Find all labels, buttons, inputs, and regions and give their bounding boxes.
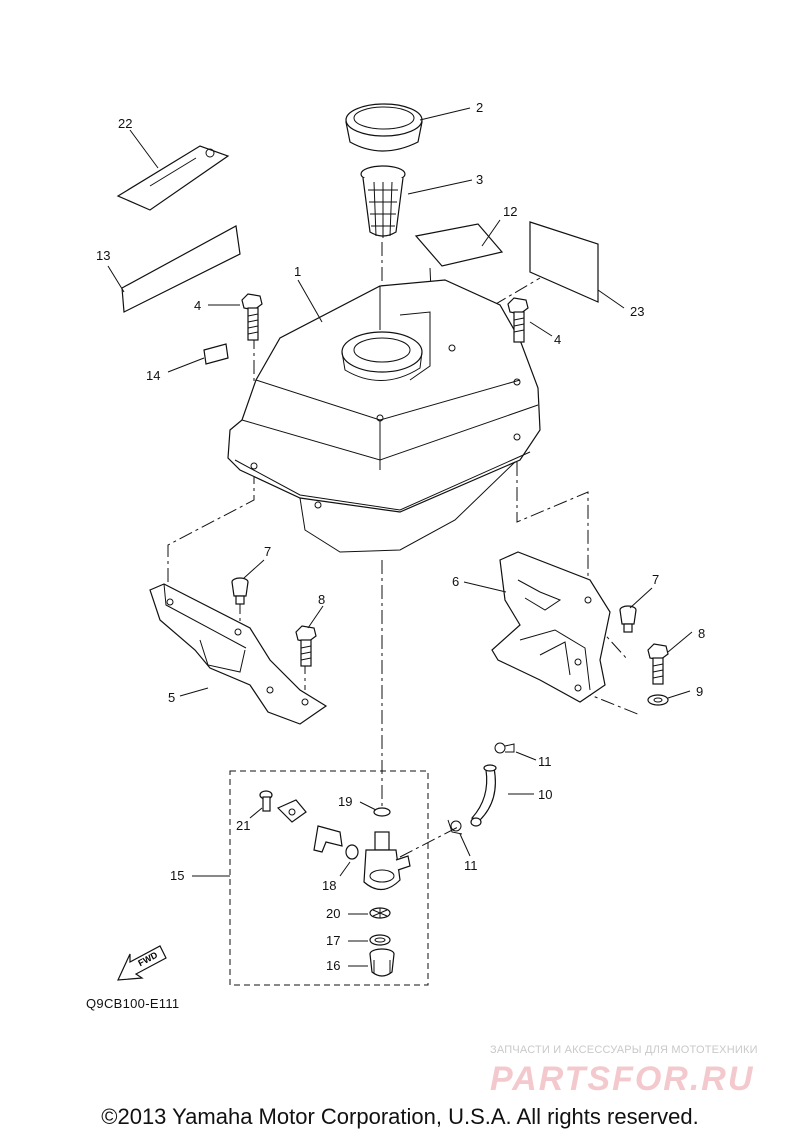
callout-11-bottom: 11 [464, 858, 478, 873]
callout-19: 19 [338, 794, 352, 809]
bolt-4-right [507, 297, 529, 343]
watermark-tagline: ЗАПЧАСТИ И АКСЕССУАРЫ ДЛЯ МОТОТЕХНИКИ [490, 1044, 758, 1056]
fuel-cock-body [363, 831, 411, 891]
callout-6: 6 [452, 574, 459, 589]
diagram-reference-code: Q9CB100-E111 [86, 996, 180, 1011]
callout-16: 16 [326, 958, 340, 973]
o-ring-19 [373, 807, 391, 817]
callout-5: 5 [168, 690, 175, 705]
callout-3: 3 [476, 172, 483, 187]
callout-labels: 1 2 3 4 4 5 6 7 7 8 8 9 10 11 11 12 13 1… [96, 100, 705, 973]
bracket-6 [491, 551, 611, 703]
o-ring-17 [369, 934, 391, 946]
decal-22 [116, 145, 230, 211]
screw-21 [259, 790, 273, 812]
callout-18: 18 [322, 878, 336, 893]
grommet-7-left [231, 577, 249, 605]
fuel-strainer [360, 165, 406, 238]
lever-18 [313, 825, 343, 853]
callout-17: 17 [326, 933, 340, 948]
fwd-arrow-icon: FWD [117, 945, 167, 981]
callout-7-right: 7 [652, 572, 659, 587]
decal-12 [414, 223, 504, 267]
copyright-notice: ©2013 Yamaha Motor Corporation, U.S.A. A… [101, 1104, 699, 1129]
bracket-5 [149, 583, 328, 725]
callout-12: 12 [503, 204, 517, 219]
decal-14 [203, 343, 229, 365]
plate-21 [276, 799, 307, 823]
callout-9: 9 [696, 684, 703, 699]
bolt-4-left [241, 293, 263, 341]
fuel-tank [227, 279, 541, 553]
callout-1: 1 [294, 264, 301, 279]
callout-8-left: 8 [318, 592, 325, 607]
callout-21: 21 [236, 818, 250, 833]
grommet-7-right [619, 605, 637, 633]
washer-9 [647, 694, 669, 706]
decal-23 [529, 221, 599, 303]
callout-13: 13 [96, 248, 110, 263]
decal-13 [121, 225, 241, 313]
callout-8-right: 8 [698, 626, 705, 641]
bolt-8-right [647, 643, 669, 685]
cup-16 [369, 948, 395, 977]
callout-11-top: 11 [538, 754, 552, 769]
callout-23: 23 [630, 304, 644, 319]
callout-15: 15 [170, 868, 184, 883]
watermark-logo: PARTSFOR.RU [490, 1060, 755, 1098]
callout-20: 20 [326, 906, 340, 921]
tank-cap [345, 103, 423, 152]
leader-lines [107, 107, 693, 967]
fuel-cock-assembly-box [229, 770, 429, 986]
callout-2: 2 [476, 100, 483, 115]
hose-clip-11-bottom [447, 819, 463, 835]
callout-10: 10 [538, 787, 552, 802]
screen-20 [369, 907, 391, 919]
callout-14: 14 [146, 368, 160, 383]
bolt-8-left [295, 625, 317, 667]
callout-7-left: 7 [264, 544, 271, 559]
callout-4-right: 4 [554, 332, 561, 347]
callout-22: 22 [118, 116, 132, 131]
hose-clip-11-top [494, 742, 515, 754]
fuel-hose-10 [470, 764, 497, 827]
o-ring-18 [345, 844, 359, 860]
callout-4-left: 4 [194, 298, 201, 313]
